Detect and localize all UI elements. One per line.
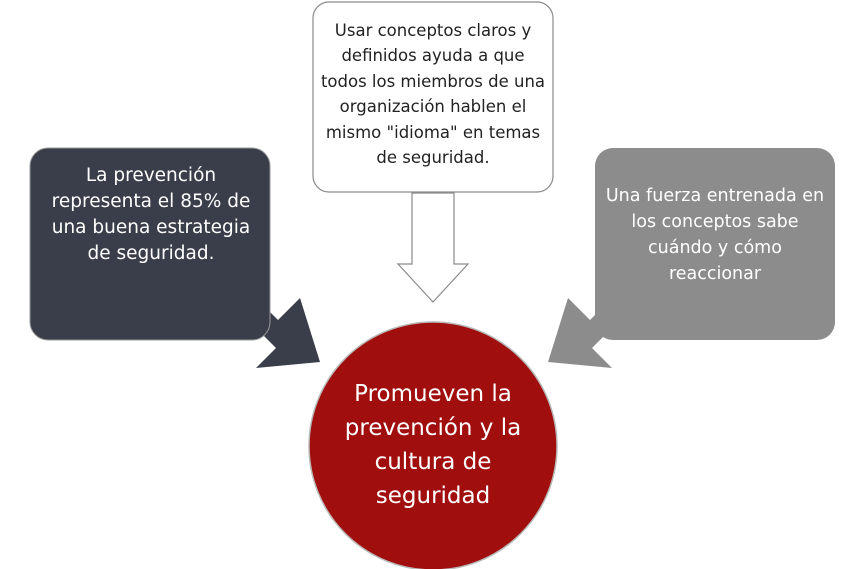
top-box-text: Usar conceptos claros y definidos ayuda … (320, 20, 546, 168)
left-box (29, 147, 271, 341)
center-circle (308, 321, 558, 569)
arrow-down-to-center (396, 192, 470, 303)
left-box-text: La prevención representa el 85% de una b… (51, 165, 251, 264)
right-box (595, 148, 835, 340)
center-circle-text: Promueven la prevención y la cultura de … (344, 381, 522, 509)
top-box (312, 1, 554, 193)
right-box-text: Una fuerza entrenada en los conceptos sa… (605, 186, 825, 284)
